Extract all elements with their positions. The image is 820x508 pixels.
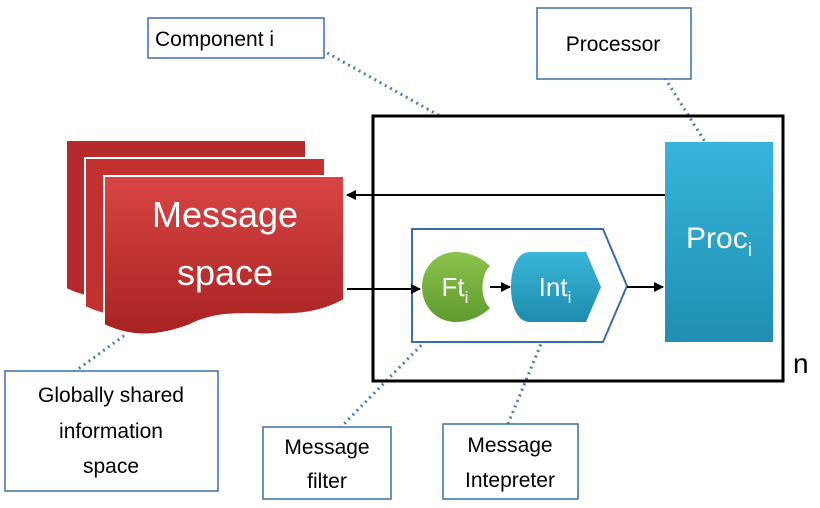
message-space-sheet-front xyxy=(103,175,345,336)
leader-filter xyxy=(338,320,446,430)
callout-global-line2: information xyxy=(59,420,163,443)
message-space-stack: Message space xyxy=(65,139,345,336)
callout-interpreter-line2: Intepreter xyxy=(465,469,555,492)
leader-processor xyxy=(663,77,707,143)
interpreter-shape xyxy=(511,252,601,322)
leader-component xyxy=(321,48,441,118)
callout-filter-box xyxy=(262,426,392,500)
callout-global-box xyxy=(4,370,219,492)
arrows xyxy=(346,190,665,294)
message-space-line2: space xyxy=(177,252,273,293)
processor-label-sub: i xyxy=(748,240,752,261)
leader-global-space xyxy=(73,333,126,374)
interpreter-label-sub: i xyxy=(568,288,572,307)
callout-boxes xyxy=(4,7,692,500)
interpreter-label: Inti xyxy=(539,272,572,307)
processor-label: Proci xyxy=(686,222,752,261)
callout-filter-line2: filter xyxy=(307,470,347,493)
callout-component-text: Component i xyxy=(155,28,274,51)
callout-interpreter-box xyxy=(442,423,579,500)
component-box xyxy=(371,114,785,383)
callout-processor-box xyxy=(536,7,692,80)
processor-label-base: Proc xyxy=(686,222,748,255)
interpreter-label-base: Int xyxy=(539,272,569,302)
callout-component-box xyxy=(147,17,325,59)
callout-global-line1: Globally shared xyxy=(38,384,184,407)
filter-shape xyxy=(422,252,490,322)
filter-label: Fti xyxy=(442,272,469,307)
callout-processor-text: Processor xyxy=(566,33,661,56)
processor-block xyxy=(665,142,773,342)
callout-interpreter-line1: Message xyxy=(467,434,552,457)
filter-label-base: Ft xyxy=(442,272,466,302)
callout-global-line3: space xyxy=(83,455,139,478)
callout-filter-line1: Message xyxy=(284,436,369,459)
message-space-line1: Message xyxy=(152,194,298,235)
filter-label-sub: i xyxy=(465,288,469,307)
replication-label: n xyxy=(793,348,809,379)
